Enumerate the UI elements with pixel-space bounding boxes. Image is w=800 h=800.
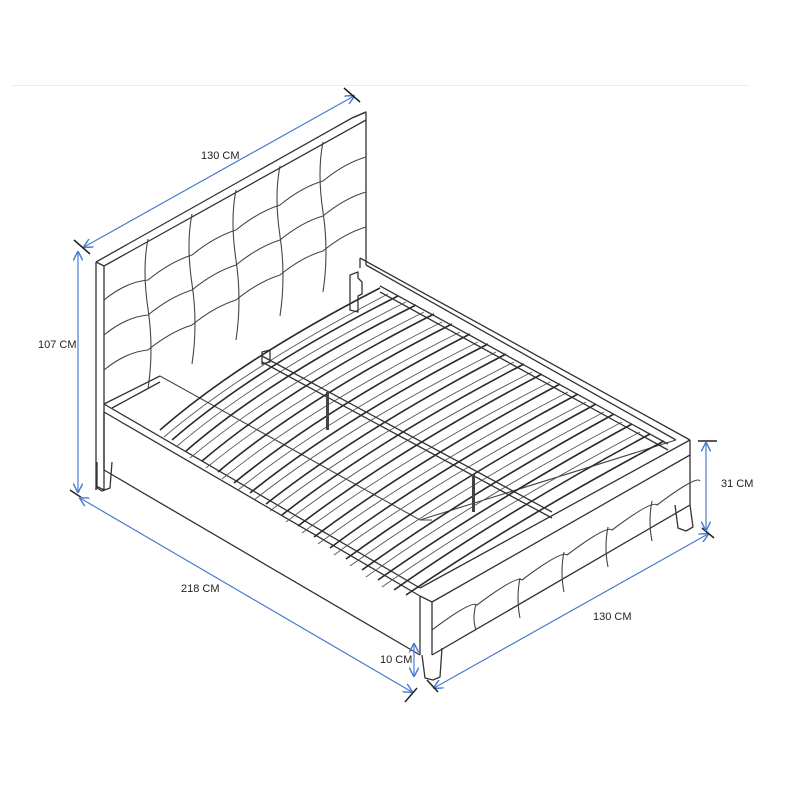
center-support-leg [472,474,475,512]
dimension-leg-height: 10 CM [380,654,413,666]
headboard [95,111,367,490]
legs [95,461,694,681]
dimension-length: 218 CM [181,583,220,595]
dimension-foot-width: 130 CM [593,611,632,623]
slats [159,271,669,596]
dimension-side-height: 31 CM [721,478,754,490]
dimension-lines [69,87,717,703]
center-support-leg [326,392,329,430]
dimension-headboard-height: 107 CM [38,339,77,351]
dimension-headboard-width: 130 CM [201,150,240,162]
top-rule-divider [12,85,750,86]
